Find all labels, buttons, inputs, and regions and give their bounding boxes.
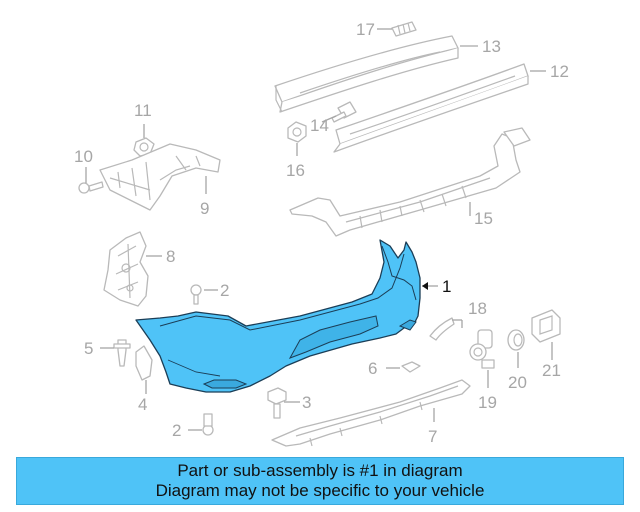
callout-5: 5: [84, 339, 93, 358]
exploded-parts-diagram: 17 13 12 14 16 11 10 9 15 8 2 1 18 5 6 2…: [74, 20, 569, 447]
part-12-absorber[interactable]: [333, 63, 529, 153]
callout-19: 19: [478, 393, 497, 412]
part-2-screw-lower[interactable]: [202, 413, 214, 436]
part-14-bolt[interactable]: [331, 101, 357, 123]
callout-4: 4: [138, 395, 147, 414]
banner-line-2: Diagram may not be specific to your vehi…: [155, 481, 485, 500]
leader-14: [321, 115, 337, 123]
callout-2-lower: 2: [172, 421, 181, 440]
callout-17: 17: [356, 20, 375, 39]
part-18-trim[interactable]: [429, 317, 455, 341]
callout-3: 3: [302, 393, 311, 412]
callout-6: 6: [368, 359, 377, 378]
part-10-screw[interactable]: [78, 181, 104, 194]
part-13-impact-bar[interactable]: [274, 35, 459, 113]
info-banner: Part or sub-assembly is #1 in diagram Di…: [16, 457, 624, 505]
part-20-grommet[interactable]: [507, 329, 525, 351]
callout-10: 10: [74, 147, 93, 166]
part-5-pin[interactable]: [113, 339, 131, 367]
part-21-bracket[interactable]: [531, 309, 561, 343]
callout-15: 15: [474, 209, 493, 228]
callout-20: 20: [508, 373, 527, 392]
part-17-bolt[interactable]: [391, 21, 417, 37]
part-19-sensor[interactable]: [469, 329, 495, 369]
part-9-bracket[interactable]: [99, 143, 221, 211]
part-6-clip[interactable]: [401, 361, 421, 373]
part-8-bracket[interactable]: [103, 231, 149, 307]
callout-11: 11: [134, 101, 152, 120]
part-16-nut[interactable]: [287, 121, 307, 143]
part-2-screw-upper[interactable]: [190, 284, 202, 305]
callout-2-upper: 2: [220, 281, 229, 300]
part-4-reflector[interactable]: [135, 345, 153, 381]
part-1-bumper-cover[interactable]: [135, 239, 421, 393]
leader-1-arrow: [422, 282, 428, 290]
callout-8: 8: [166, 247, 175, 266]
callout-18: 18: [468, 299, 487, 318]
part-7-diffuser[interactable]: [271, 379, 471, 447]
part-3-bolt[interactable]: [267, 387, 287, 419]
part-15-bracket[interactable]: [289, 127, 531, 237]
callout-1: 1: [442, 277, 451, 296]
banner-line-1: Part or sub-assembly is #1 in diagram: [177, 461, 463, 480]
callout-13: 13: [482, 37, 501, 56]
callout-21: 21: [542, 361, 561, 380]
callout-12: 12: [550, 62, 569, 81]
callout-9: 9: [200, 199, 209, 218]
callout-14: 14: [310, 116, 329, 135]
callout-16: 16: [286, 161, 305, 180]
callout-7: 7: [428, 427, 437, 446]
